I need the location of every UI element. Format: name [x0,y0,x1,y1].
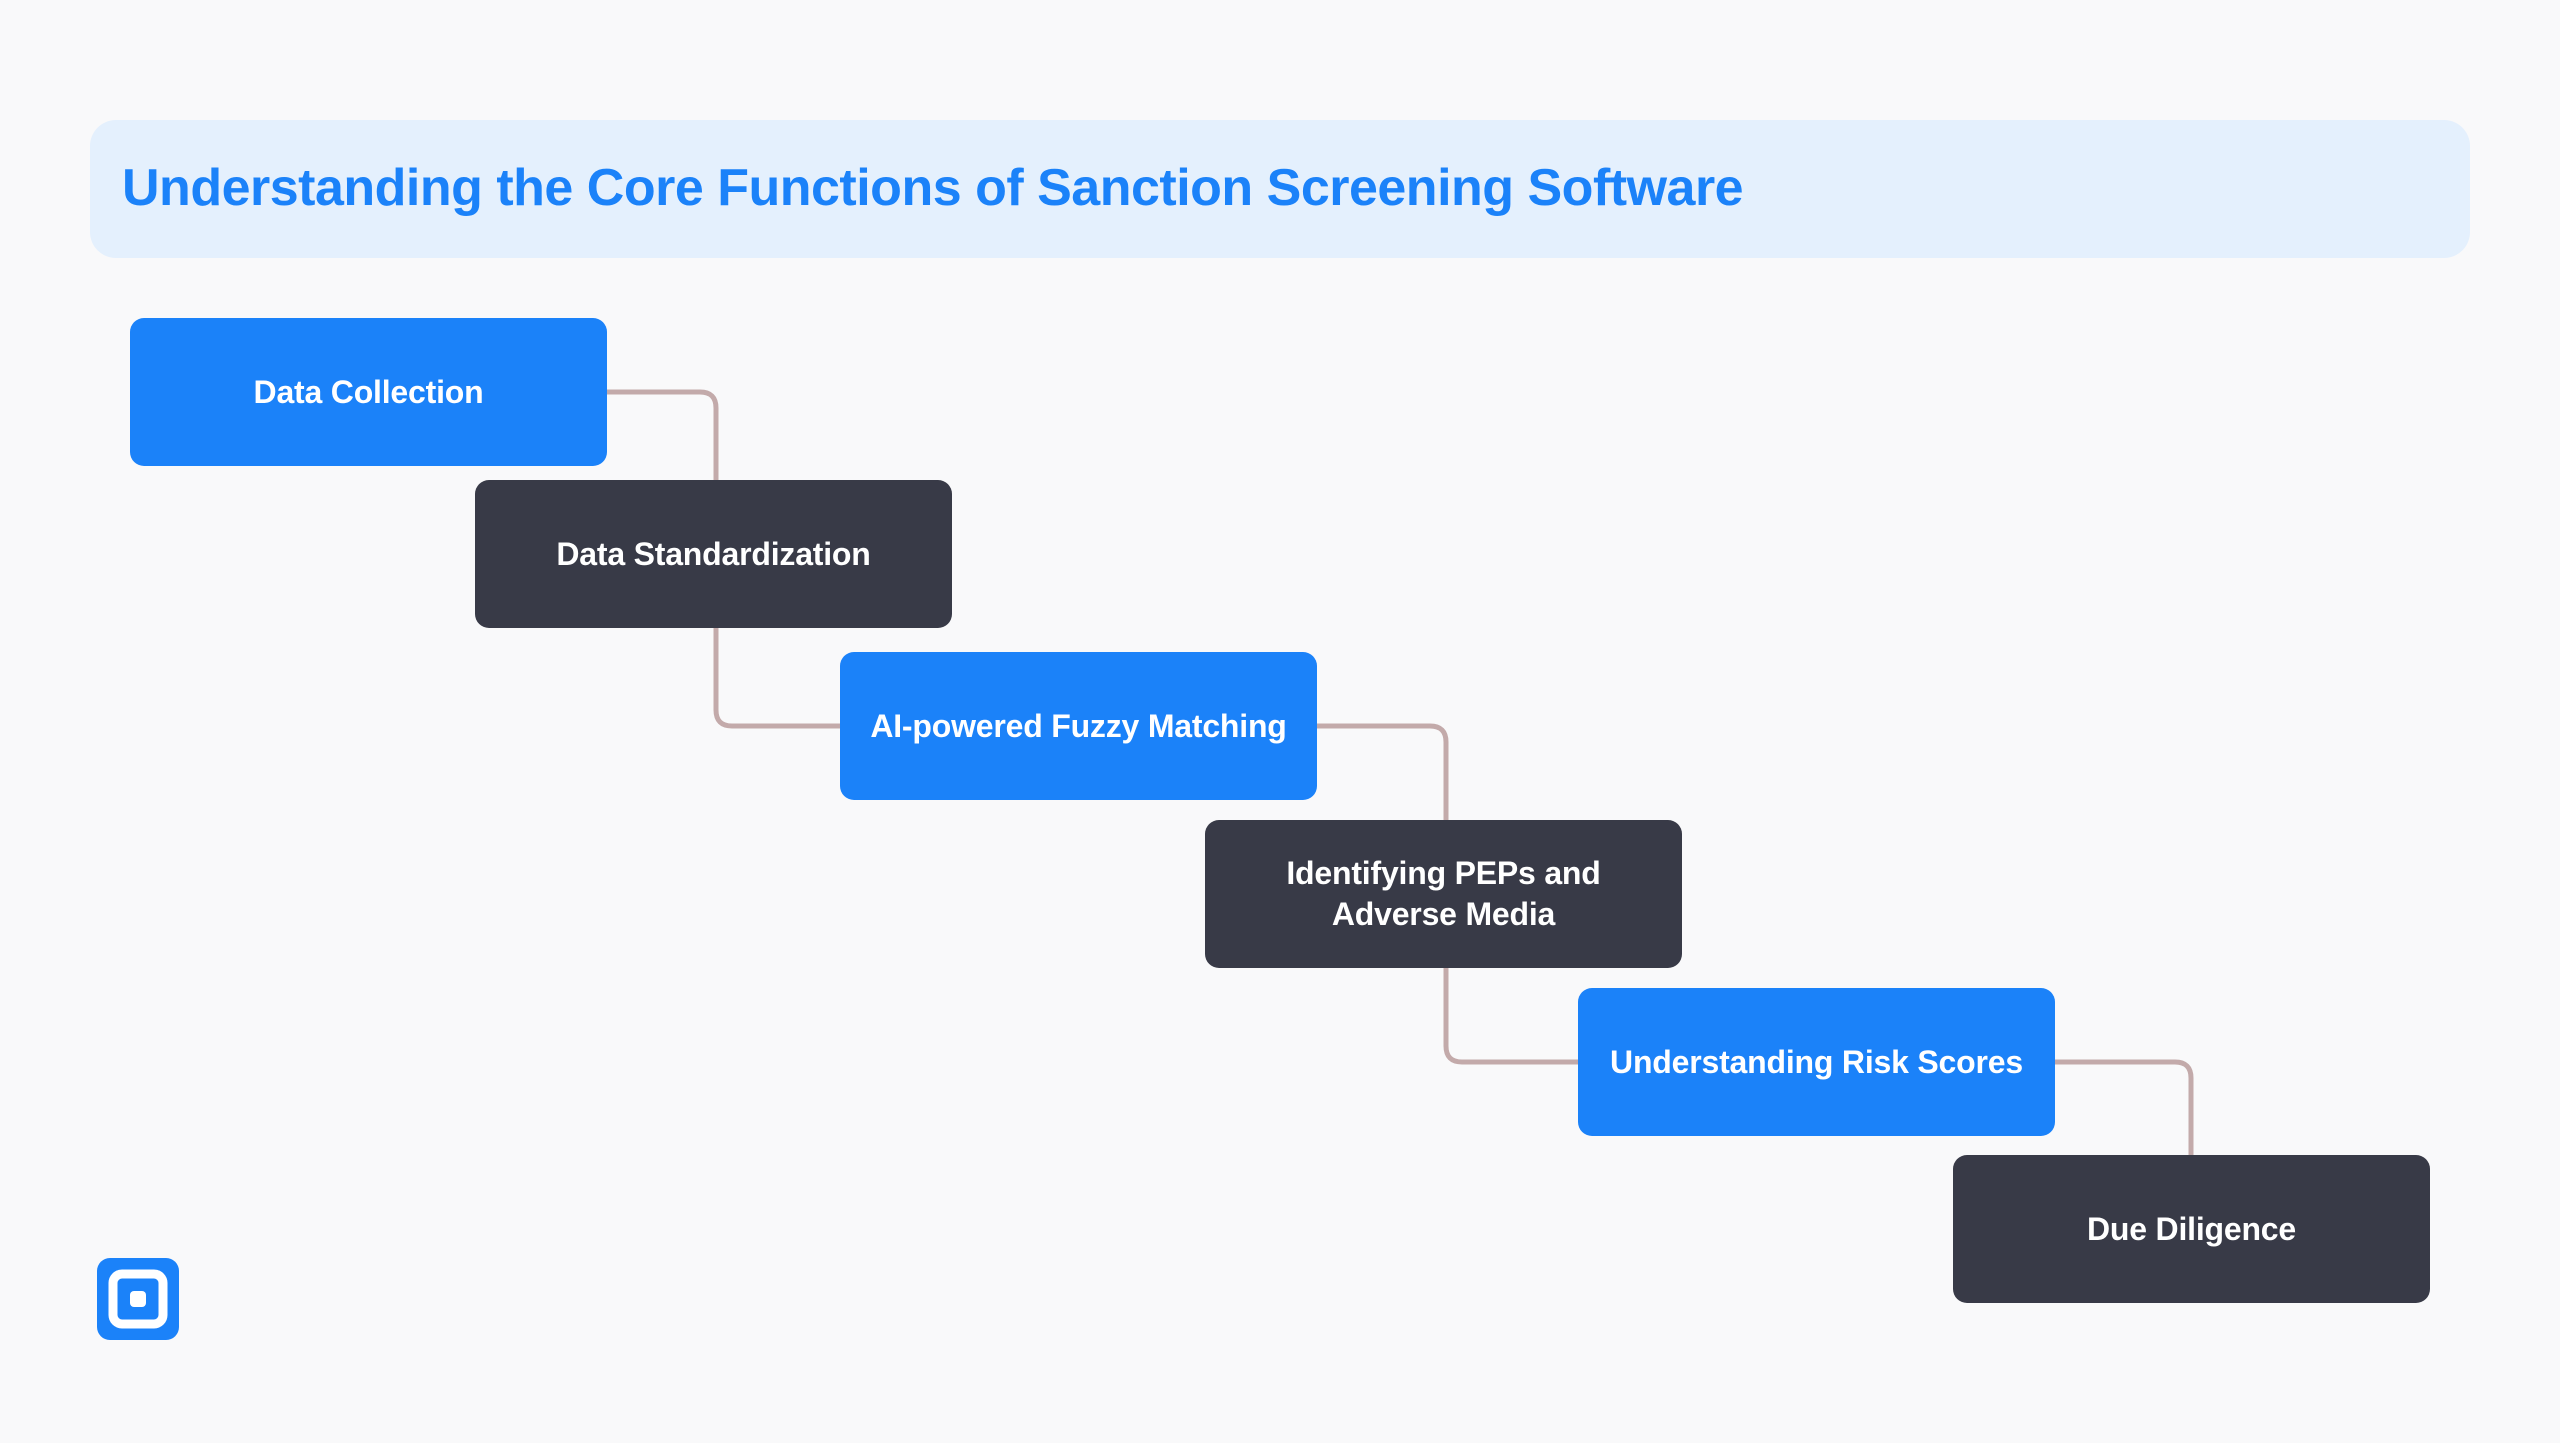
flow-node-label: Data Collection [253,373,484,410]
flow-node-data-collection[interactable]: Data Collection [130,318,607,466]
connector-3 [2052,1059,2194,1158]
page-title-banner: Understanding the Core Functions of Sanc… [90,120,2470,258]
page-title: Understanding the Core Functions of Sanc… [122,159,1744,218]
flow-node-identifying-peps-and-adverse-media[interactable]: Identifying PEPs and Adverse Media [1205,820,1682,968]
flow-node-ai-powered-fuzzy-matching[interactable]: AI-powered Fuzzy Matching [840,652,1317,800]
flow-node-label: Data Standardization [556,535,871,572]
flow-node-understanding-risk-scores[interactable]: Understanding Risk Scores [1578,988,2055,1136]
nested-square-logo-icon [97,1258,179,1340]
flow-node-label: AI-powered Fuzzy Matching [870,707,1287,744]
flow-node-data-standardization[interactable]: Data Standardization [475,480,952,628]
flow-node-label: Understanding Risk Scores [1610,1043,2023,1080]
flow-node-due-diligence[interactable]: Due Diligence [1953,1155,2430,1303]
flow-node-label: Identifying PEPs and Adverse Media [1286,855,1601,932]
flow-node-label: Due Diligence [2086,1210,2296,1247]
